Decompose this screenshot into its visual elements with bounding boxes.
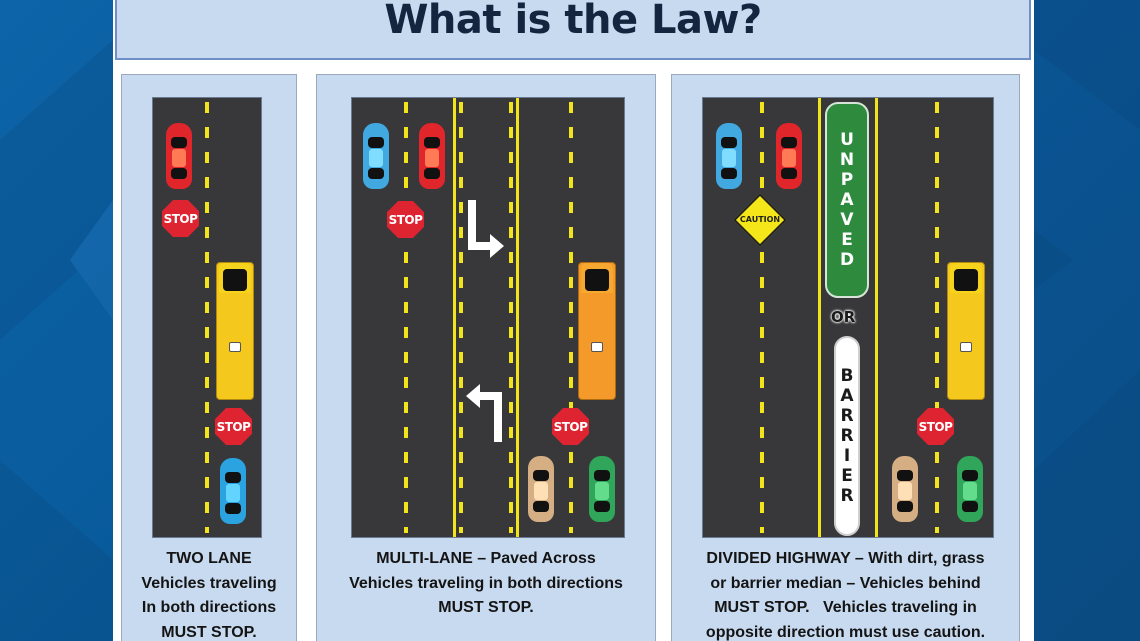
median-letter: R xyxy=(840,406,854,426)
panel-divided-highway: CAUTION U N P A V E D OR B A R R I E R xyxy=(671,74,1020,641)
title-bar: What is the Law? xyxy=(115,0,1031,60)
median-letter: U xyxy=(840,130,854,150)
yellow-school-bus-icon xyxy=(947,262,985,400)
caption-line: TWO LANE xyxy=(166,550,252,567)
median-letter: E xyxy=(841,466,853,486)
caption-line: or barrier median – Vehicles behind xyxy=(710,574,981,592)
tan-car-icon xyxy=(892,456,918,522)
median-letter: A xyxy=(840,190,854,210)
green-car-icon xyxy=(589,456,615,522)
blue-car-icon xyxy=(220,458,246,524)
turn-lane-dashed xyxy=(509,102,513,533)
stop-sign-icon: STOP xyxy=(215,408,252,445)
caution-sign-label: CAUTION xyxy=(739,215,781,224)
center-solid-line xyxy=(516,98,519,537)
lane-divider-dashed xyxy=(760,102,764,533)
panel-multi-lane: STOP STOP MULTI-LANE – Paved Across V xyxy=(316,74,656,641)
median-letter: R xyxy=(840,486,854,506)
caption-line: MUST STOP. xyxy=(161,623,257,641)
median-letter: B xyxy=(840,366,854,386)
lane-divider-dashed xyxy=(569,102,573,533)
median-letter: N xyxy=(839,150,855,170)
road-multi-lane: STOP STOP xyxy=(351,97,625,538)
median-edge-line xyxy=(875,98,878,537)
caption-line: opposite direction must use caution. xyxy=(705,623,986,641)
tan-car-icon xyxy=(528,456,554,522)
road-two-lane: STOP STOP xyxy=(152,97,262,538)
caption-line: Vehicles traveling xyxy=(141,574,277,592)
or-label: OR xyxy=(831,308,856,326)
red-car-icon xyxy=(419,123,445,189)
slide: What is the Law? STOP STOP TWO LANE Vehi… xyxy=(113,0,1034,641)
background-chevron-left xyxy=(0,40,113,641)
median-letter: A xyxy=(840,386,854,406)
median-letter: V xyxy=(840,210,854,230)
stop-sign-icon: STOP xyxy=(387,201,424,238)
red-car-icon xyxy=(166,123,192,189)
turn-left-arrow-icon xyxy=(466,384,502,442)
stop-sign-icon: STOP xyxy=(917,408,954,445)
caption-line: MUST STOP. Vehicles traveling in xyxy=(714,599,977,616)
page-title: What is the Law? xyxy=(384,0,762,43)
median-letter: I xyxy=(843,446,851,466)
median-letter: D xyxy=(839,250,855,270)
blue-car-icon xyxy=(363,123,389,189)
orange-school-bus-icon xyxy=(578,262,616,400)
caption-line: In both directions xyxy=(141,599,277,616)
green-car-icon xyxy=(957,456,983,522)
turn-lane-dashed xyxy=(459,102,463,533)
lane-divider-dashed xyxy=(404,102,408,533)
barrier-median: B A R R I E R xyxy=(834,336,860,536)
background-chevron-right xyxy=(1034,0,1140,641)
panel-two-lane: STOP STOP TWO LANE Vehicles traveling In… xyxy=(121,74,297,641)
stop-sign-icon: STOP xyxy=(162,200,199,237)
caption-divided-highway: DIVIDED HIGHWAY – With dirt, grass or ba… xyxy=(672,547,1019,641)
caption-line: MULTI-LANE – Paved Across xyxy=(376,550,596,567)
turn-right-arrow-icon xyxy=(468,200,504,258)
unpaved-median: U N P A V E D xyxy=(825,102,869,298)
median-letter: R xyxy=(840,426,854,446)
median-letter: E xyxy=(841,230,853,250)
lane-divider-dashed xyxy=(935,102,939,533)
caption-line: Vehicles traveling in both directions xyxy=(349,574,623,592)
center-solid-line xyxy=(453,98,456,537)
road-divided-highway: CAUTION U N P A V E D OR B A R R I E R xyxy=(702,97,994,538)
median-edge-line xyxy=(818,98,821,537)
yellow-school-bus-icon xyxy=(216,262,254,400)
caption-two-lane: TWO LANE Vehicles traveling In both dire… xyxy=(122,547,296,641)
caption-line: MUST STOP. xyxy=(438,599,534,616)
blue-car-icon xyxy=(716,123,742,189)
lane-divider-dashed xyxy=(205,102,209,533)
stop-sign-icon: STOP xyxy=(552,408,589,445)
caption-multi-lane: MULTI-LANE – Paved Across Vehicles trave… xyxy=(317,547,655,621)
red-car-icon xyxy=(776,123,802,189)
caption-line: DIVIDED HIGHWAY – With dirt, grass xyxy=(706,550,985,567)
median-letter: P xyxy=(840,170,854,190)
